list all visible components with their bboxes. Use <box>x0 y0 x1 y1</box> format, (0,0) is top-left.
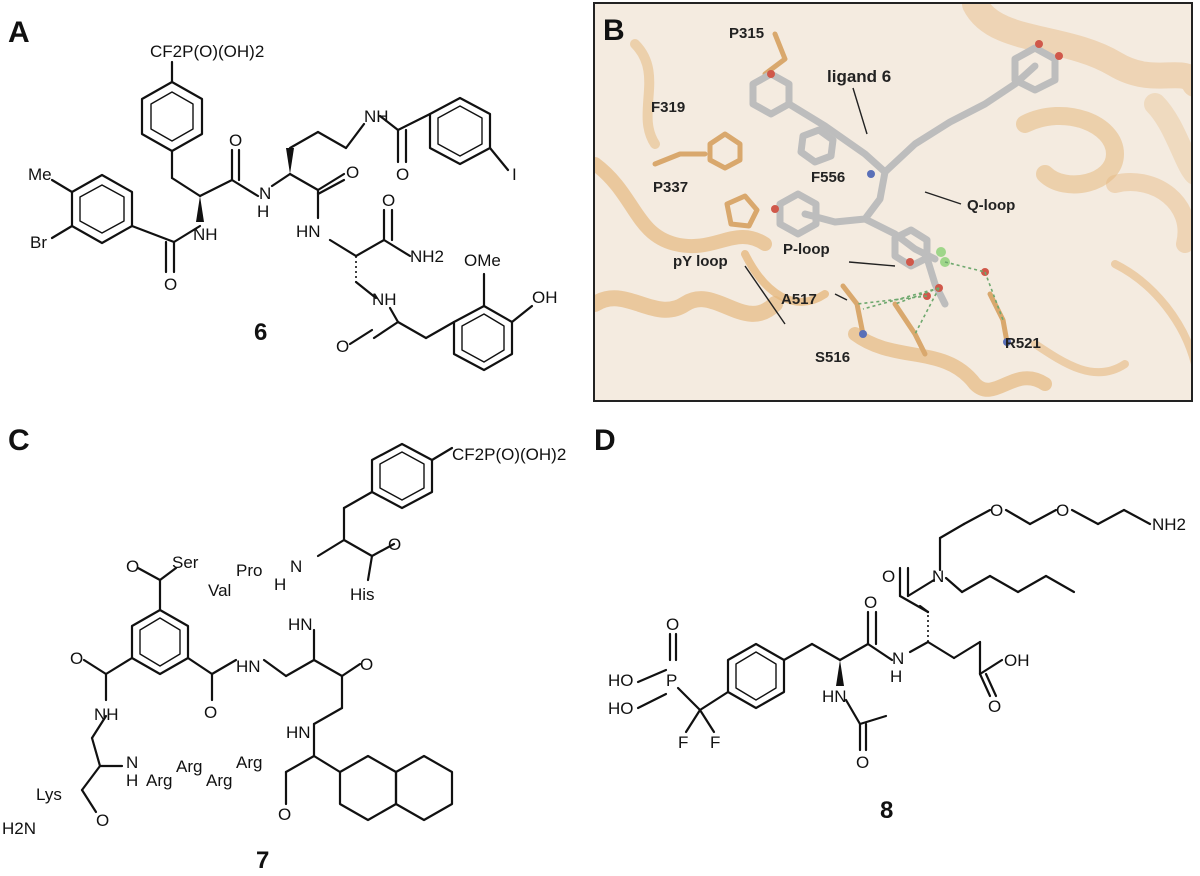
label-p-loop: P-loop <box>783 241 830 258</box>
atom-n-upper: N <box>259 184 271 203</box>
atom-his: His <box>350 585 375 604</box>
label-r521: R521 <box>1005 335 1041 352</box>
panel-d: D <box>590 420 1200 876</box>
atom-n-amide2: N <box>932 567 944 586</box>
atom-o6-c: O <box>278 805 291 824</box>
atom-hn-his: HN <box>288 615 313 634</box>
atom-nh-left: NH <box>193 225 218 244</box>
atom-o6-a: O <box>336 337 349 356</box>
atom-o-peg1: O <box>990 501 1003 520</box>
label-a517: A517 <box>781 291 817 308</box>
atom-p: P <box>666 671 677 690</box>
atom-h-arg: H <box>126 771 138 790</box>
atom-f2: F <box>710 733 720 752</box>
atom-me: Me <box>28 165 52 184</box>
atom-o4-a: O <box>382 191 395 210</box>
atom-hn-center: HN <box>236 657 261 676</box>
atom-nh2-a: NH2 <box>410 247 444 266</box>
atom-o7-c: O <box>96 811 109 830</box>
panel-b: P315 ligand 6 F319 F556 P337 Q-loop P-lo… <box>593 2 1193 402</box>
atom-arg3: Arg <box>206 771 232 790</box>
label-f319: F319 <box>651 99 685 116</box>
atom-o-amide2: O <box>882 567 895 586</box>
atom-n-pro: N <box>290 557 302 576</box>
label-p315: P315 <box>729 25 764 42</box>
atom-nh2-d: NH2 <box>1152 515 1186 534</box>
compound-number-6: 6 <box>254 319 267 346</box>
atom-po: O <box>666 615 679 634</box>
label-f556: F556 <box>811 169 845 186</box>
panel-d-label: D <box>594 424 616 457</box>
panel-c-label: C <box>8 424 30 457</box>
compound-6-structure: CF2P(O)(OH)2 Me Br I NH N H NH HN NH2 OM… <box>28 42 558 372</box>
atom-lys: Lys <box>36 785 62 804</box>
panel-b-label: B <box>603 14 625 47</box>
atom-o2-a: O <box>229 131 242 150</box>
atom-o3-c: O <box>70 649 83 668</box>
atom-ho2: HO <box>608 699 634 718</box>
atom-h-upper: H <box>257 202 269 221</box>
atom-o3-a: O <box>346 163 359 182</box>
label-p337: P337 <box>653 179 688 196</box>
atom-nh-mid: NH <box>364 107 389 126</box>
panel-a: A <box>0 0 585 405</box>
compound-number-8: 8 <box>880 797 893 824</box>
atom-o-peg2: O <box>1056 501 1069 520</box>
atom-arg1: Arg <box>146 771 172 790</box>
protein-ligand-render: P315 ligand 6 F319 F556 P337 Q-loop P-lo… <box>595 4 1191 397</box>
atom-o1-a: O <box>164 275 177 294</box>
atom-oh-a: OH <box>532 288 558 307</box>
label-q-loop: Q-loop <box>967 197 1015 214</box>
atom-o-ac: O <box>856 753 869 772</box>
panel-a-label: A <box>8 16 30 49</box>
compound-7-structure: CF2P(O)(OH)2 Ser Val Pro N H His HN NH H… <box>2 442 566 874</box>
atom-n-arg: N <box>126 753 138 772</box>
atom-ome: OMe <box>464 251 501 270</box>
atom-h-amide1: H <box>890 667 902 686</box>
atom-h-pro: H <box>274 575 286 594</box>
atom-o1-c: O <box>126 557 139 576</box>
atom-h2n: H2N <box>2 819 36 838</box>
compound-8-structure: HO HO P O F F HN O O N H O N O O NH2 OH … <box>608 501 1186 824</box>
panel-c: C <box>0 420 585 876</box>
atom-arg2: Arg <box>176 757 202 776</box>
atom-top-group-a: CF2P(O)(OH)2 <box>150 42 264 61</box>
atom-ho1: HO <box>608 671 634 690</box>
atom-n-amide1: N <box>892 649 904 668</box>
atom-hn-lower: HN <box>286 723 311 742</box>
atom-o-amide1: O <box>864 593 877 612</box>
atom-o5-a: O <box>396 165 409 184</box>
atom-nh-side: NH <box>372 290 397 309</box>
atom-arg4: Arg <box>236 753 262 772</box>
atom-val: Val <box>208 581 231 600</box>
atom-f1: F <box>678 733 688 752</box>
atom-br: Br <box>30 233 47 252</box>
label-py-loop: pY loop <box>673 253 728 270</box>
atom-ser: Ser <box>172 553 199 572</box>
atom-nh-left-c: NH <box>94 705 119 724</box>
atom-o2-c: O <box>388 535 401 554</box>
label-ligand-6: ligand 6 <box>827 67 891 86</box>
atom-top-group-c: CF2P(O)(OH)2 <box>452 445 566 464</box>
atom-oh-d: OH <box>1004 651 1030 670</box>
atom-hn-lower: HN <box>296 222 321 241</box>
atom-o5-c: O <box>360 655 373 674</box>
atom-o4-c: O <box>204 703 217 722</box>
label-s516: S516 <box>815 349 850 366</box>
atom-i: I <box>512 165 517 184</box>
atom-o-acid: O <box>988 697 1001 716</box>
atom-pro: Pro <box>236 561 262 580</box>
compound-number-7: 7 <box>256 847 269 874</box>
atom-hn-ac: HN <box>822 687 847 706</box>
